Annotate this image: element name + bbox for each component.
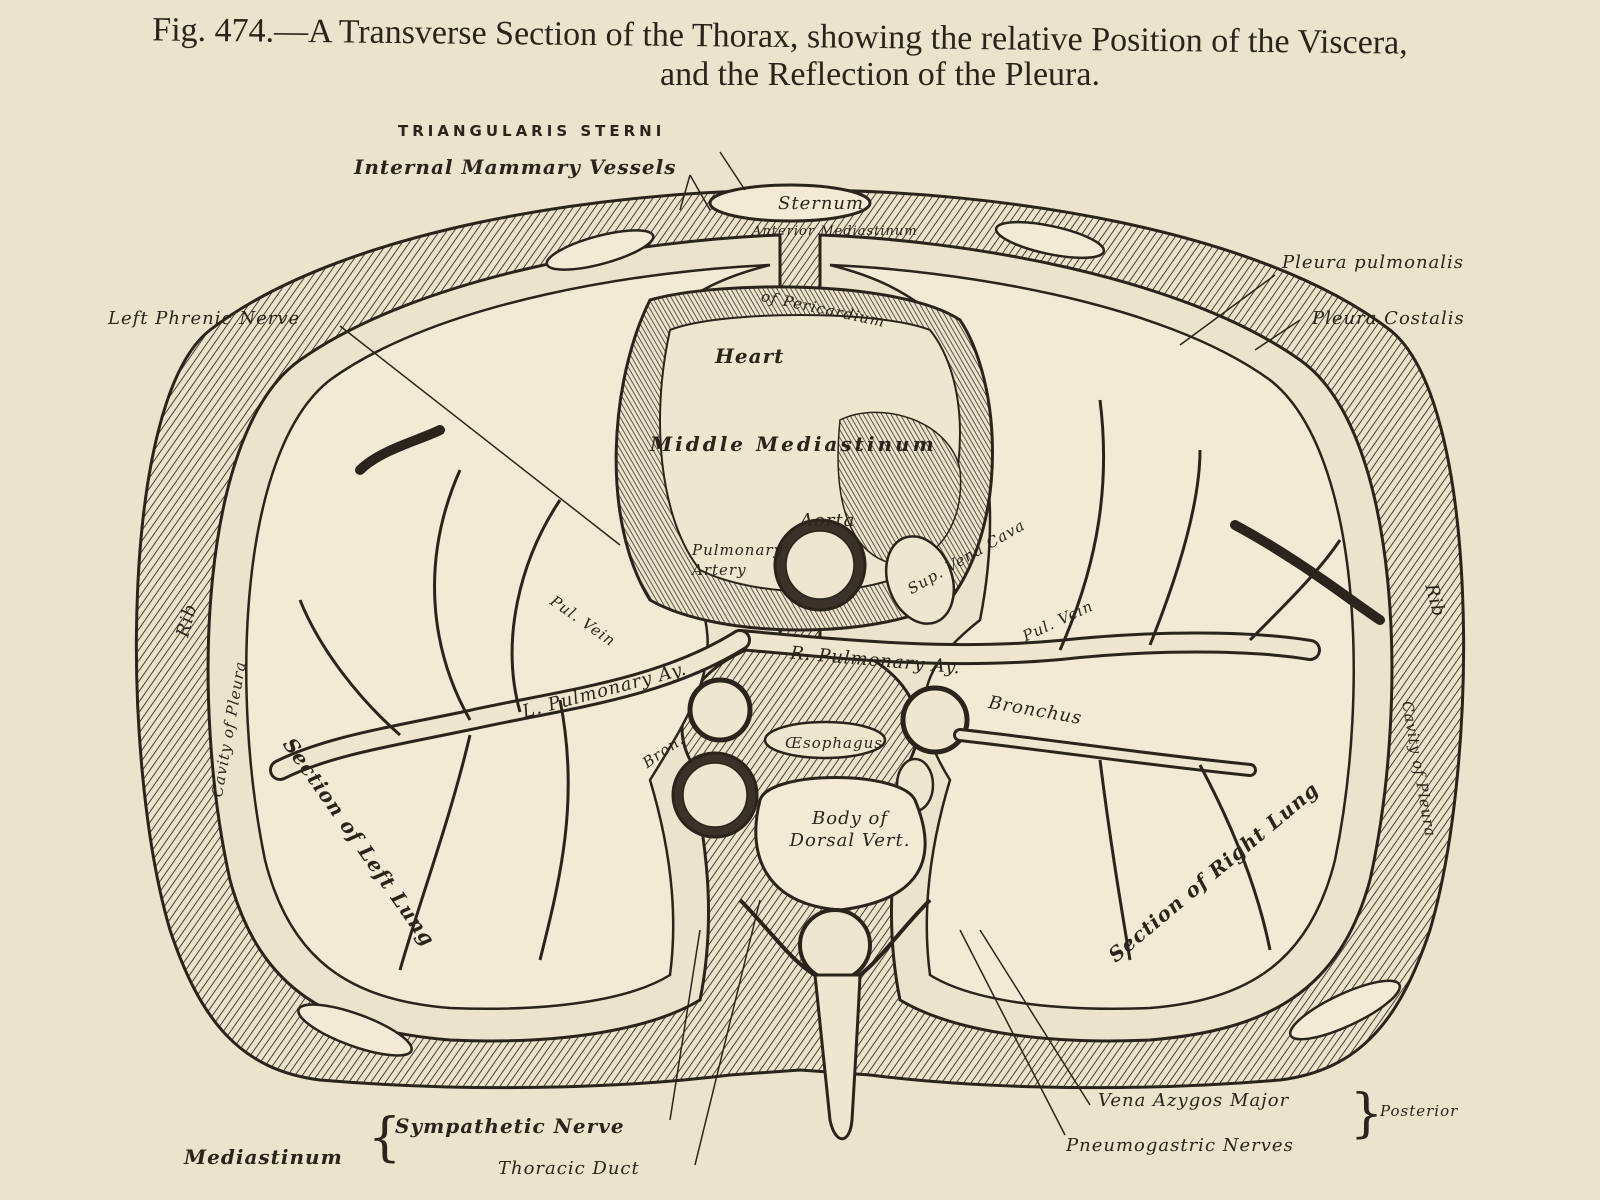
label-posterior: Posterior xyxy=(1380,1102,1459,1120)
left-brace: { xyxy=(368,1108,402,1168)
label-thoracic-duct: Thoracic Duct xyxy=(498,1158,640,1179)
label-pleura-costalis: Pleura Costalis xyxy=(1312,308,1465,329)
costal-cartilage-left xyxy=(545,229,655,271)
rib-left-upper xyxy=(355,425,445,475)
label-heart: Heart xyxy=(715,344,785,368)
rib-section-left-lower xyxy=(297,1003,413,1057)
label-desc-aorta: Desc. Aorta xyxy=(694,780,742,816)
rib-section-right-lower xyxy=(1288,979,1402,1041)
vertebral-lamina xyxy=(738,898,932,977)
label-middle-mediastinum: Middle Mediastinum xyxy=(650,432,937,456)
heart-chamber-shading xyxy=(837,411,962,566)
label-mediastinum: Mediastinum xyxy=(184,1145,343,1169)
label-pneumogastric-nerves: Pneumogastric Nerves xyxy=(1066,1135,1294,1156)
label-internal-mammary-vessels: Internal Mammary Vessels xyxy=(354,155,677,179)
label-sympathetic-nerve: Sympathetic Nerve xyxy=(395,1114,625,1138)
label-anterior-mediastinum: Anterior Mediastinum xyxy=(752,224,918,239)
label-sternum: Sternum xyxy=(778,193,865,214)
label-aorta: Aorta xyxy=(800,510,856,531)
label-triangularis-sterni: TRIANGULARIS STERNI xyxy=(398,122,666,140)
label-pulmonary-artery: Pulmonary Artery xyxy=(692,541,784,579)
superior-vena-cava xyxy=(884,535,956,625)
oesophagus xyxy=(763,720,887,760)
figure-caption-line-2: and the Reflection of the Pleura. xyxy=(660,56,1100,93)
spinal-canal xyxy=(798,908,872,982)
label-oesophagus: Œsophagus xyxy=(785,734,883,752)
right-brace: } xyxy=(1350,1084,1384,1144)
label-body-of-dorsal-vert: Body of Dorsal Vert. xyxy=(789,808,911,851)
label-pleura-pulmonalis: Pleura pulmonalis xyxy=(1282,252,1465,273)
left-lung-vessels xyxy=(298,469,570,971)
vertebral-body xyxy=(754,776,927,912)
sternum xyxy=(708,183,872,223)
left-bronchus xyxy=(687,677,753,743)
right-lung-vessels xyxy=(1058,399,1342,961)
leader-lines xyxy=(339,151,1301,1166)
right-bronchus xyxy=(900,685,970,755)
rib-right-upper xyxy=(1230,520,1385,625)
spinous-process xyxy=(813,973,862,1141)
label-vena-azygos-major: Vena Azygos Major xyxy=(1098,1090,1290,1111)
costal-cartilage-right xyxy=(994,220,1106,260)
label-left-phrenic-nerve: Left Phrenic Nerve xyxy=(108,308,301,329)
